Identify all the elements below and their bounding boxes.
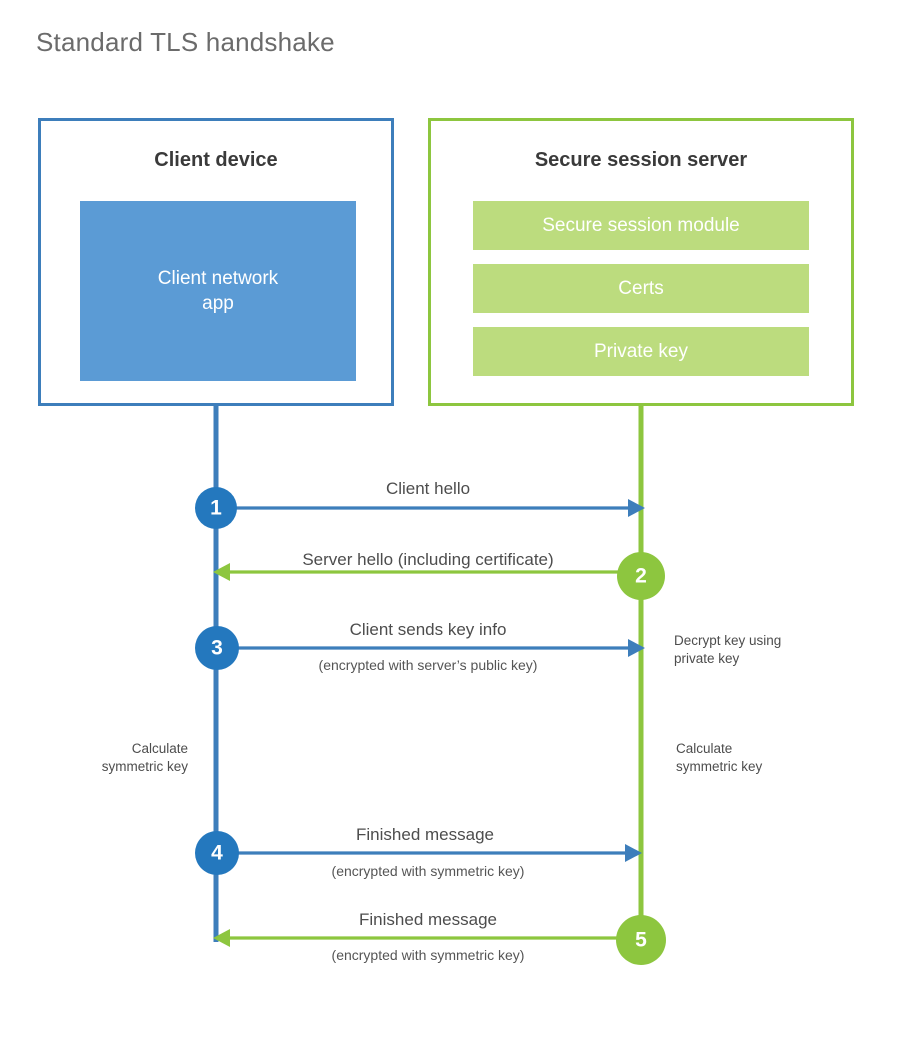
secure-session-server-box: Secure session server Secure session mod… xyxy=(428,118,854,406)
secure-session-server-title: Secure session server xyxy=(534,149,748,171)
server-block-private-key: Private key xyxy=(473,327,809,376)
step-3-sublabel: (encrypted with server’s public key) xyxy=(318,657,538,673)
step-5-label: Finished message xyxy=(359,910,497,929)
step-badge-number: 5 xyxy=(635,929,647,952)
step-badge-number: 4 xyxy=(211,842,223,865)
page-title: Standard TLS handshake xyxy=(36,27,335,57)
step-5-sublabel: (encrypted with symmetric key) xyxy=(331,947,525,963)
step-5-arrow xyxy=(213,929,641,947)
step-1-label: Client hello xyxy=(385,479,471,498)
step-4-arrow xyxy=(216,844,642,862)
server-block-certs: Certs xyxy=(473,264,809,313)
step-3-label: Client sends key info xyxy=(349,620,507,639)
step-badge-2[interactable]: 2 xyxy=(617,552,665,600)
server-block-secure-session-module: Secure session module xyxy=(473,201,809,250)
client-device-title: Client device xyxy=(154,149,278,171)
server-block-label: Secure session module xyxy=(542,214,740,236)
step-4-sublabel: (encrypted with symmetric key) xyxy=(331,863,525,879)
step-2-label: Server hello (including certificate) xyxy=(302,550,554,569)
step-1-arrow xyxy=(216,499,645,517)
step-badge-number: 2 xyxy=(635,565,647,588)
step-badge-1[interactable]: 1 xyxy=(195,487,237,529)
step-badge-4[interactable]: 4 xyxy=(195,831,239,875)
server-block-label: Private key xyxy=(594,340,688,362)
server-block-label: Certs xyxy=(618,277,664,299)
step-3-arrow xyxy=(216,639,645,657)
step-badge-number: 1 xyxy=(210,497,222,520)
step-badge-number: 3 xyxy=(211,637,223,660)
step-2-arrow xyxy=(213,563,641,581)
step-4-label: Finished message xyxy=(356,825,494,844)
step-badge-3[interactable]: 3 xyxy=(195,626,239,670)
step-badge-5[interactable]: 5 xyxy=(616,915,666,965)
